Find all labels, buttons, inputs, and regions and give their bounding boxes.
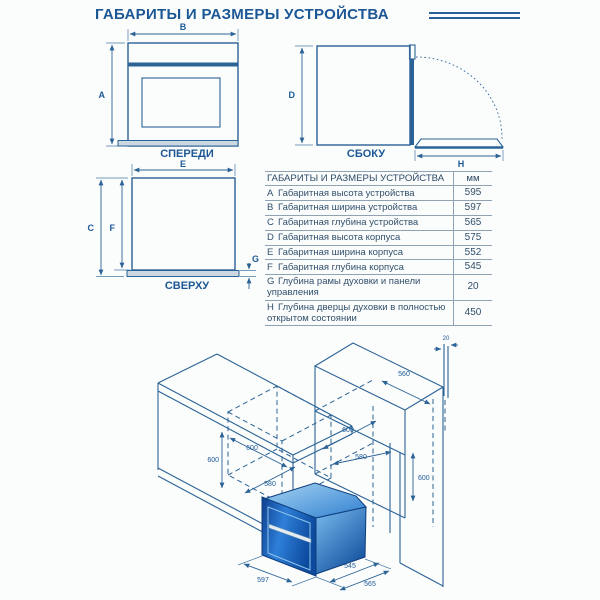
oven-door-handle [268,523,312,544]
right-niche-dimensions: 560 20 600 580 600 [322,336,458,502]
side-view: D H СБОКУ [289,44,505,169]
row-key: E [267,246,274,258]
front-bottom-trim [117,140,239,147]
oven-width: 597 [257,577,269,584]
oven [261,482,367,577]
row-value: 595 [453,185,492,202]
top-width-letter: E [180,159,186,169]
title-rule-line [429,12,520,14]
left-niche-depth: 600 [246,445,258,452]
page-title: ГАБАРИТЫ И РАЗМЕРЫ УСТРОЙСТВА [95,6,389,23]
table-row: C Габаритная глубина устройства 565 [265,215,492,231]
row-value: 597 [453,200,492,216]
oven-body-depth: 545 [344,563,356,570]
front-width-letter: B [180,22,187,32]
door-swing-arc [415,56,503,140]
top-front-frame [126,270,240,277]
row-key: C [267,217,274,229]
row-value: 20 [453,274,492,301]
row-value: 450 [453,300,492,326]
table-header-row: ГАБАРИТЫ И РАЗМЕРЫ УСТРОЙСТВА мм [265,170,492,187]
front-height-letter: A [99,90,106,100]
row-value: 565 [453,215,492,231]
dimensions-table: ГАБАРИТЫ И РАЗМЕРЫ УСТРОЙСТВА мм A Габари… [265,170,492,326]
right-cabinet [313,342,449,587]
row-key: G [267,276,275,288]
oven-depth: 565 [364,581,376,588]
oven-dimensions: 597 545 565 [237,555,392,591]
row-desc: Габаритная высота корпуса [278,232,401,243]
row-value: 575 [453,230,492,246]
row-key: D [267,232,274,243]
installation-drawing: 600 600 580 560 20 600 580 [157,336,458,591]
row-desc: Габаритная ширина устройства [278,202,418,214]
row-desc: Габаритная высота устройства [278,187,415,199]
row-key: F [267,261,273,273]
front-control-band [128,62,238,67]
row-desc: Габаритная ширина корпуса [278,246,403,258]
table-row: F Габаритная глубина корпуса 545 [265,259,492,276]
title-rule-line [429,17,520,19]
table-row: B Габаритная ширина устройства 597 [265,200,492,216]
table-title: ГАБАРИТЫ И РАЗМЕРЫ УСТРОЙСТВА [265,170,454,187]
left-niche-dimensions: 600 600 580 [207,431,296,494]
front-view: B A СПЕРЕДИ [99,22,239,160]
left-niche-height: 600 [207,457,219,464]
side-view-label: СБОКУ [347,148,385,160]
row-key: A [267,187,274,199]
row-key: H [267,301,274,313]
oven-door-inner-frame [267,506,311,571]
table-row: E Габаритная ширина корпуса 552 [265,245,492,261]
row-value: 552 [453,245,492,261]
oven-side-face [315,506,367,575]
table-unit: мм [453,170,492,187]
top-view: E C F G СВЕРХУ [88,159,260,292]
table-row: D Габаритная высота корпуса 575 [265,230,492,246]
row-value: 545 [453,259,492,276]
right-niche-depth: 600 [342,427,354,434]
top-total-depth-letter: C [88,223,95,233]
title-rule [429,12,520,22]
side-door-letter: H [458,159,465,169]
right-niche-top-width: 560 [398,371,410,378]
right-niche-width: 580 [355,454,367,461]
side-height-letter: D [289,90,296,100]
top-view-label: СВЕРХУ [165,280,209,292]
side-closed-door [410,59,414,145]
top-frame-letter: G [252,254,259,264]
right-niche-rear-gap: 20 [443,336,450,342]
left-niche-dashed [227,385,332,505]
row-desc: Глубина рамы духовки и панели управления [267,276,421,299]
front-door-window [141,77,221,128]
table-row: A Габаритная высота устройства 595 [265,185,492,202]
row-desc: Габаритная глубина корпуса [278,261,404,273]
side-open-door [413,138,505,148]
row-key: B [267,202,274,214]
left-niche-width: 580 [264,481,276,488]
right-niche-height: 600 [418,475,430,482]
top-body-depth-letter: F [110,223,116,233]
row-desc: Габаритная глубина устройства [278,217,419,229]
row-desc: Глубина дверцы духовки в полностью откры… [267,301,446,324]
front-view-label: СПЕРЕДИ [160,148,214,160]
